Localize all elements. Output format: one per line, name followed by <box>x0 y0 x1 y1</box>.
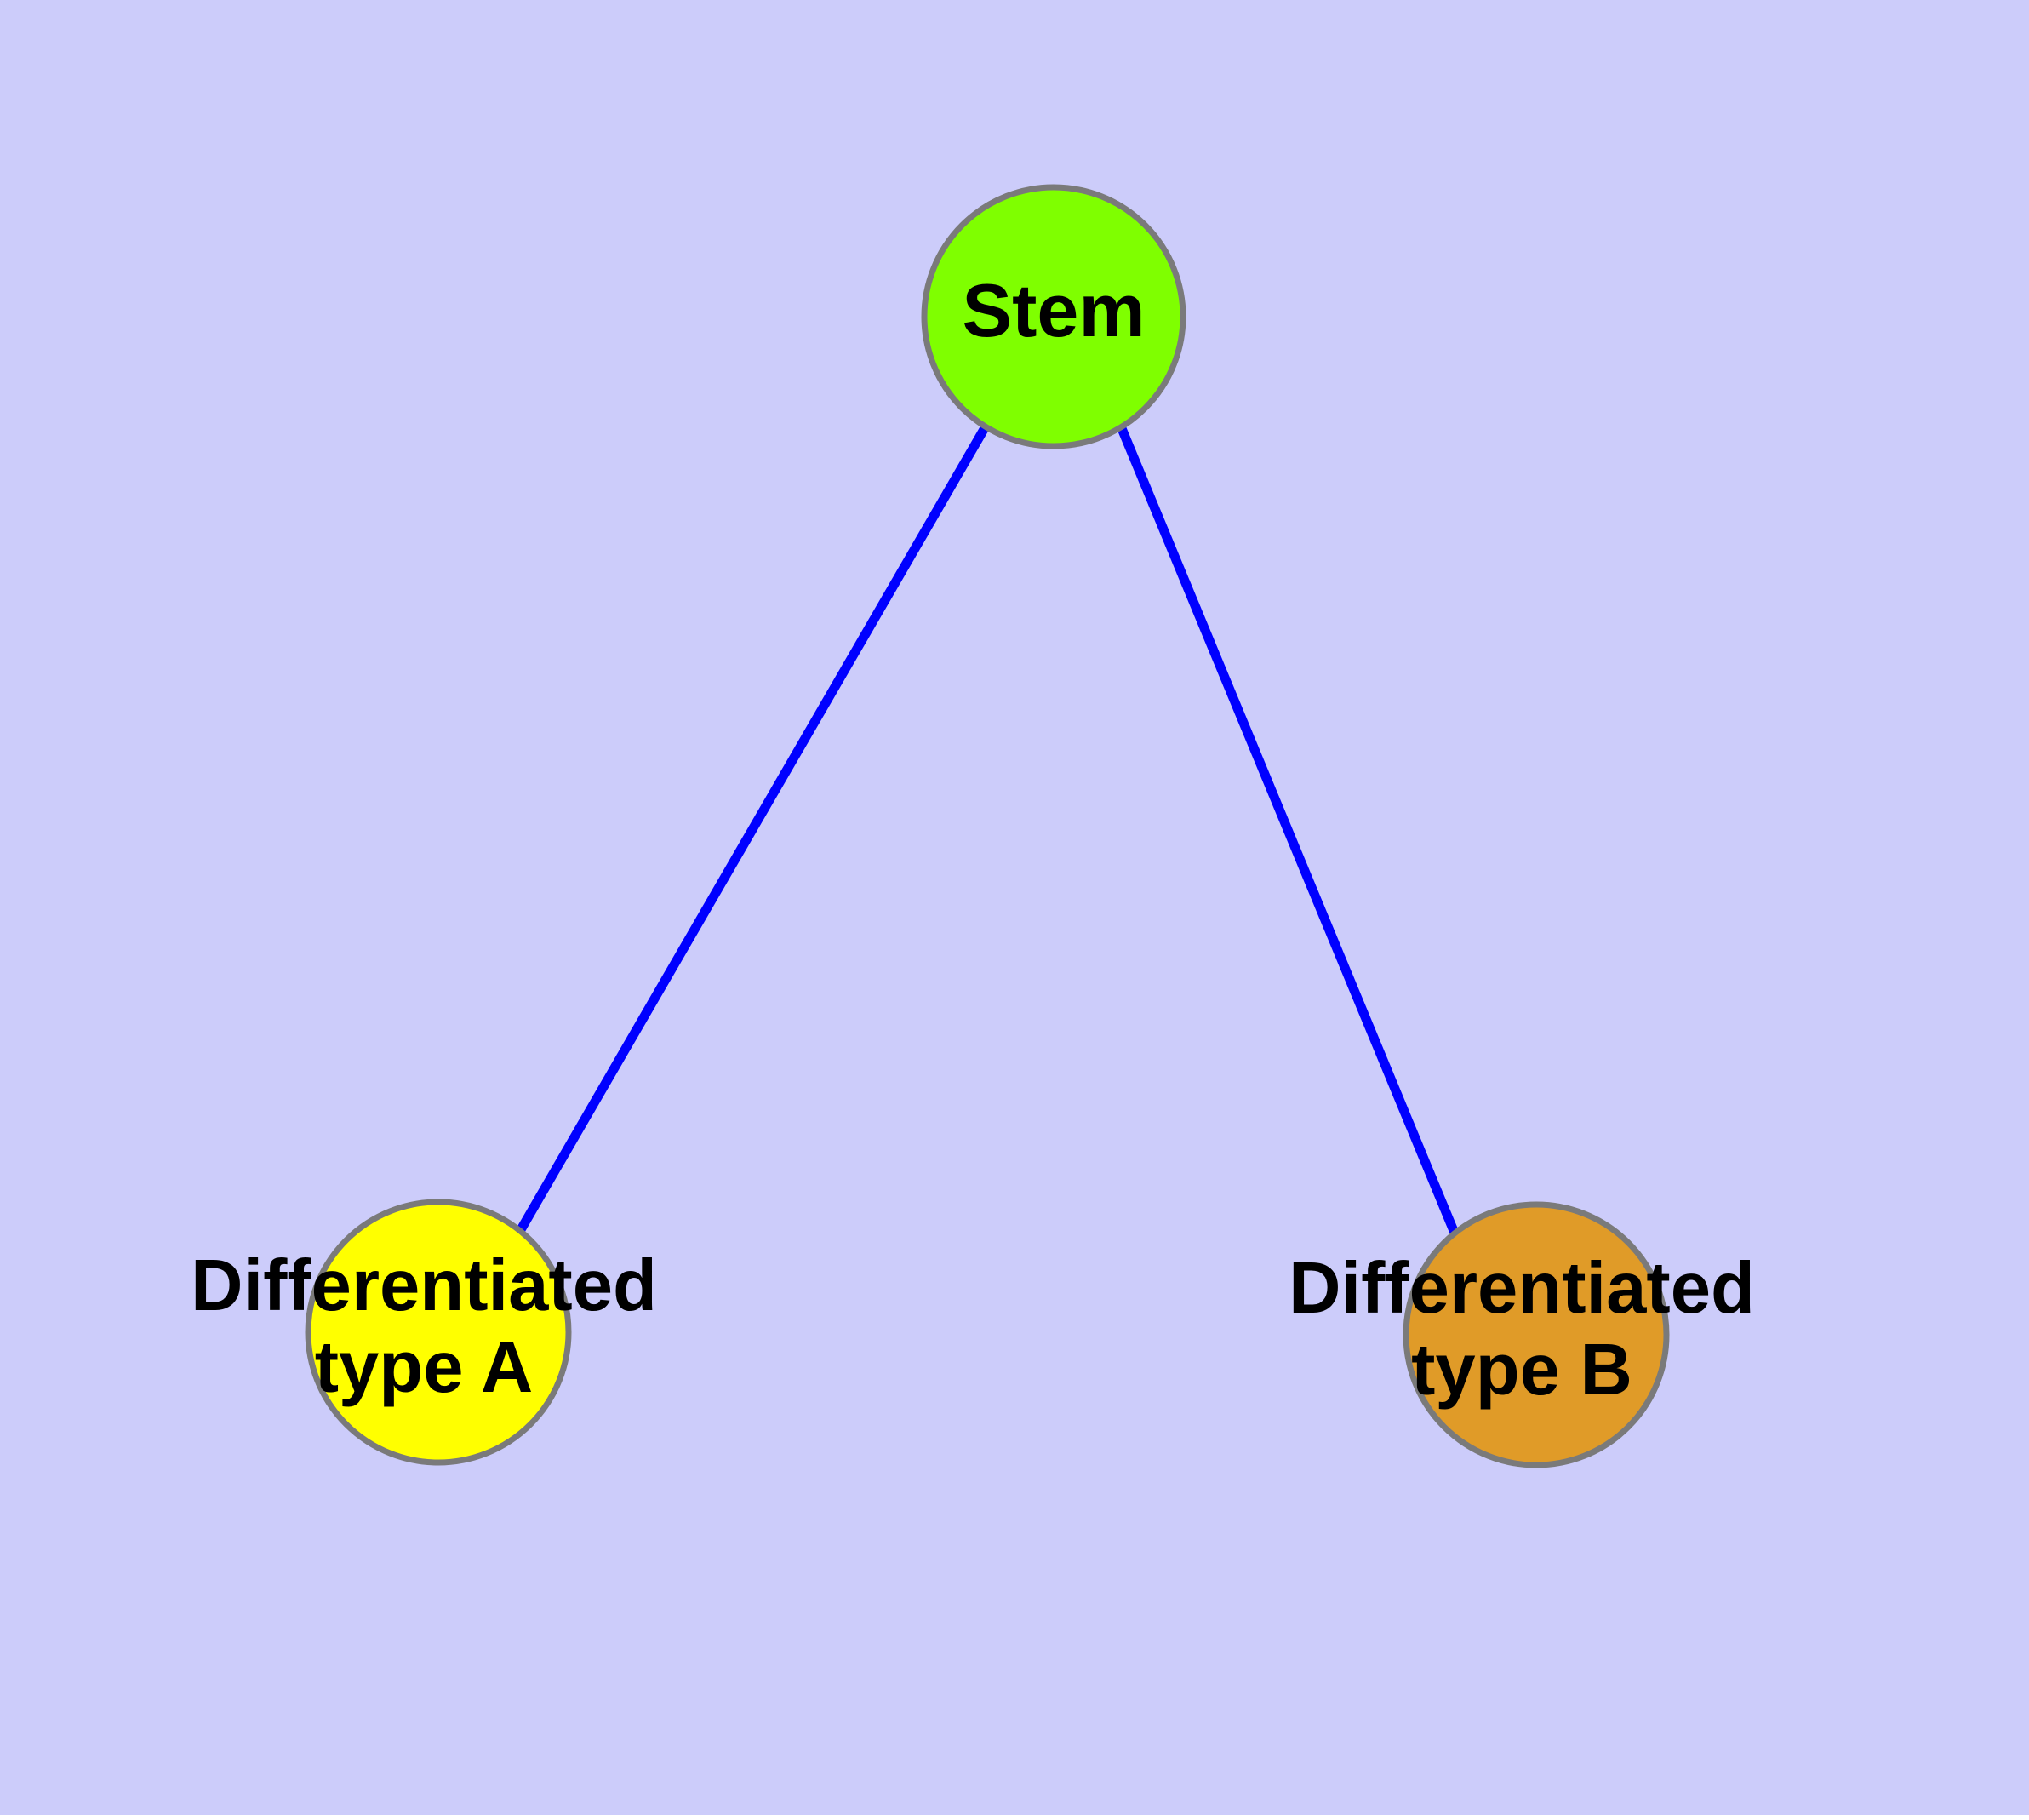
nodes-layer <box>305 184 1670 1468</box>
edges-layer <box>509 424 1467 1254</box>
node-label-line: Stem <box>962 268 1145 352</box>
node-label-stem: Stem <box>962 268 1145 352</box>
node-label-line: type A <box>315 1327 534 1408</box>
graph-edge-stem-to-diff-b[interactable] <box>1116 424 1467 1254</box>
graph-node-diff-b[interactable] <box>1403 1201 1670 1468</box>
graph-edge-stem-to-diff-a[interactable] <box>509 424 990 1245</box>
node-label-line: Differentiated <box>1289 1248 1755 1329</box>
graph-node-stem[interactable] <box>921 184 1186 449</box>
node-label-line: type B <box>1411 1330 1632 1411</box>
node-label-line: Differentiated <box>191 1245 657 1326</box>
graph-node-diff-a[interactable] <box>305 1199 572 1466</box>
